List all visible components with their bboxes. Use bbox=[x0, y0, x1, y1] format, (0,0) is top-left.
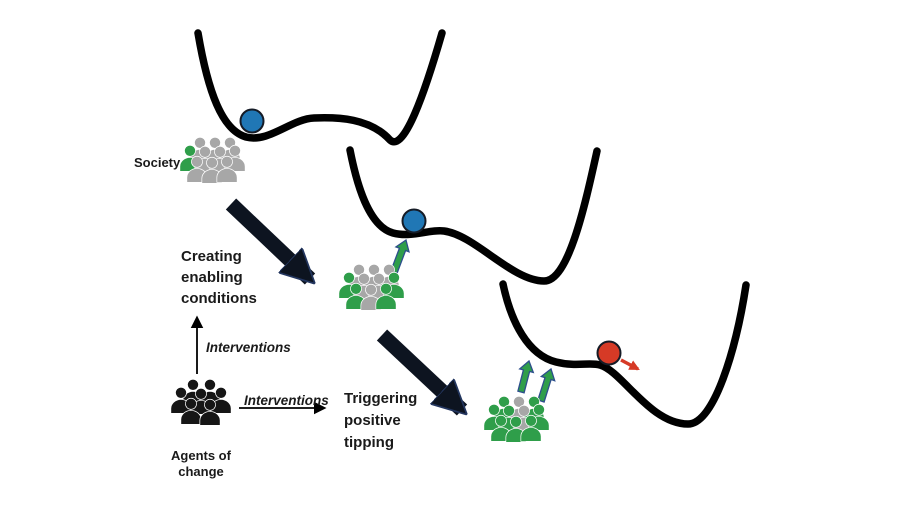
ball-state-2 bbox=[401, 208, 427, 234]
green-push-arrow-3 bbox=[537, 367, 556, 403]
crowd-mobilized bbox=[483, 395, 550, 443]
green-push-arrow-1 bbox=[390, 238, 410, 275]
agents-of-change-label: Agents of change bbox=[171, 448, 231, 479]
landscape-curve-2 bbox=[346, 146, 601, 285]
creating-enabling-conditions-label: Creating enabling conditions bbox=[181, 248, 257, 307]
transition-arrow-2 bbox=[376, 329, 462, 410]
triggering-positive-tipping-label: Triggering positive tipping bbox=[344, 390, 418, 451]
crowd-society bbox=[179, 136, 246, 184]
ball-state-3-tipping bbox=[596, 340, 622, 366]
interventions-horizontal-label: Interventions bbox=[244, 393, 329, 408]
crowd-partially-mobilized bbox=[338, 263, 405, 311]
crowd-agents-of-change bbox=[170, 378, 232, 426]
landscape-curve-3 bbox=[499, 280, 750, 428]
transition-arrow-1 bbox=[225, 198, 310, 279]
ball-state-1 bbox=[239, 108, 265, 134]
tipping-direction-arrow bbox=[620, 358, 640, 371]
interventions-vertical-label: Interventions bbox=[206, 340, 291, 355]
landscape-curve-1 bbox=[194, 29, 446, 146]
green-push-arrow-2 bbox=[517, 359, 535, 394]
society-label: Society bbox=[134, 155, 181, 170]
